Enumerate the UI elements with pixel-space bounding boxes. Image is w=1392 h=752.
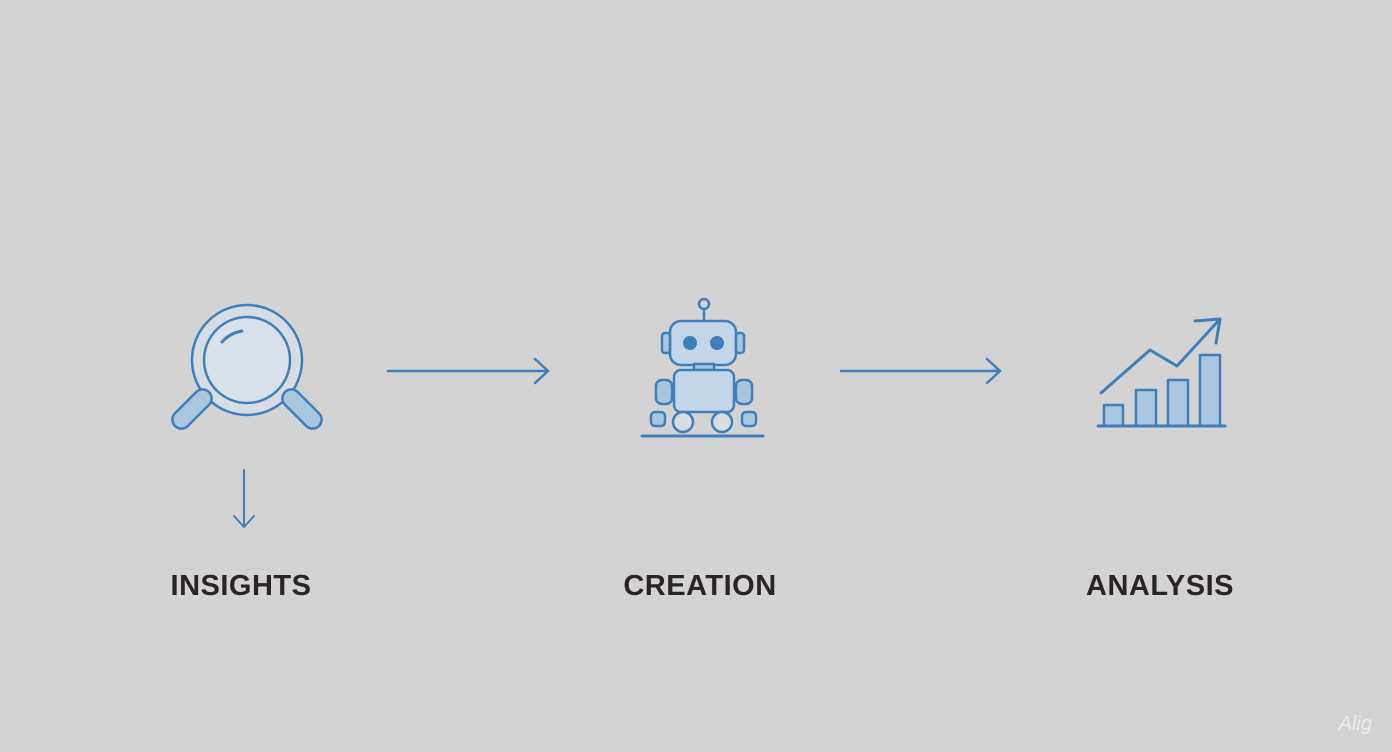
right-arrow-icon [839,357,1002,385]
down-arrow-icon [233,469,255,528]
step-label-analysis: ANALYSIS [1086,570,1234,602]
right-arrow-icon [386,357,550,385]
robot-icon [640,297,765,438]
step-label-creation: CREATION [623,570,777,602]
watermark-logo: Alig [1338,713,1372,735]
step-label-insights: INSIGHTS [170,570,312,602]
bar-chart-trend-icon [1096,317,1227,428]
magnifying-glass-icon [171,303,323,430]
